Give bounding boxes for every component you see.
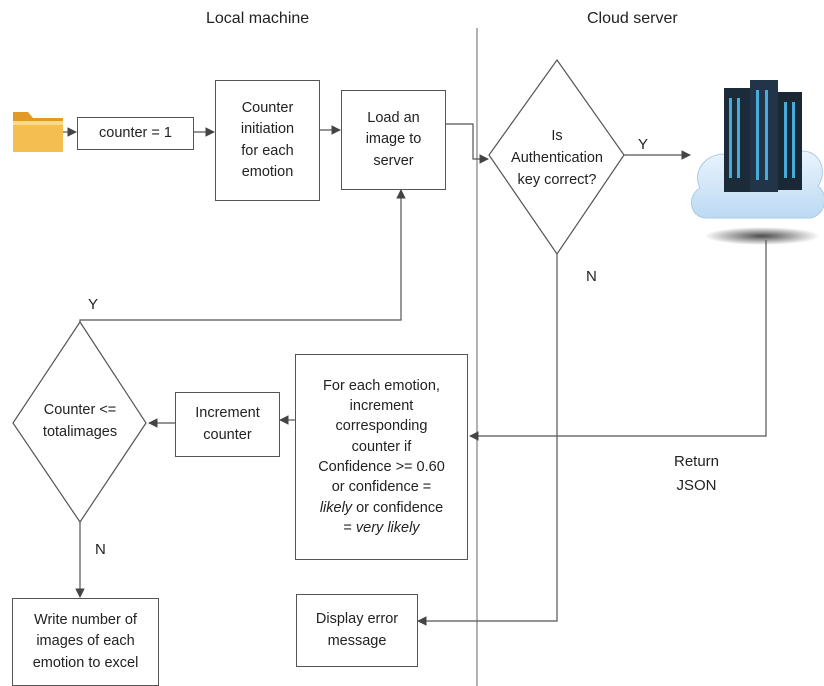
- init-box: Counter initiation for each emotion: [215, 80, 320, 201]
- load-line-1: Load an: [367, 110, 420, 127]
- check-decision-shape: [12, 320, 147, 524]
- counter-box: counter = 1: [77, 117, 194, 150]
- likely-word: likely: [319, 499, 353, 516]
- write-line-3: emotion to excel: [32, 654, 139, 671]
- write-box: Write number of images of each emotion t…: [12, 598, 159, 686]
- check-line-1: Counter <=: [43, 402, 117, 418]
- auth-decision-text: Is Authentication key correct?: [496, 126, 618, 191]
- foreach-line-1: For each emotion,: [323, 377, 440, 394]
- foreach-line-4: counter if: [351, 438, 412, 455]
- edge-load-to-auth: [445, 123, 489, 164]
- check-no-label: N: [95, 541, 106, 558]
- auth-line-3: key correct?: [517, 171, 597, 188]
- init-line-1: Counter: [241, 100, 294, 117]
- foreach-box: For each emotion, increment correspondin…: [295, 354, 468, 560]
- write-line-2: images of each: [36, 633, 135, 650]
- auth-no-label: N: [586, 268, 597, 285]
- foreach-line-8: = very likely: [318, 518, 445, 538]
- increment-box: Increment counter: [175, 392, 280, 457]
- foreach-line-6: or confidence =: [331, 479, 432, 496]
- load-line-3: server: [373, 152, 414, 169]
- increment-line-2: counter: [203, 426, 252, 443]
- foreach-line-5: Confidence >= 0.60: [318, 459, 445, 475]
- edge-check-yes-to-load: [79, 189, 406, 322]
- foreach-line-7: likely or confidence: [318, 498, 445, 518]
- check-yes-label: Y: [88, 296, 99, 313]
- cloud-server-icon: [691, 80, 824, 245]
- counter-text: counter = 1: [99, 124, 172, 141]
- init-line-4: emotion: [241, 163, 294, 180]
- auth-yes-label: Y: [638, 136, 649, 153]
- local-machine-header: Local machine: [206, 10, 310, 27]
- auth-decision-shape: [488, 58, 625, 256]
- write-line-1: Write number of: [34, 612, 137, 629]
- error-box: Display error message: [296, 594, 418, 667]
- edge-auth-to-error: [417, 254, 558, 626]
- return-json-label: Return JSON: [674, 453, 720, 494]
- error-line-1: Display error: [315, 611, 399, 628]
- increment-line-1: Increment: [195, 405, 260, 422]
- cloud-server-header: Cloud server: [587, 10, 678, 27]
- foreach-eq-text: =: [343, 519, 356, 536]
- very-likely-word: very likely: [355, 519, 420, 536]
- error-line-2: message: [327, 632, 387, 649]
- foreach-or-text: or confidence: [352, 499, 444, 516]
- check-decision-text: Counter <= totalimages: [20, 400, 140, 444]
- auth-line-1: Is: [551, 128, 563, 144]
- foreach-line-3: corresponding: [335, 418, 428, 435]
- foreach-line-2: increment: [349, 398, 414, 415]
- check-line-2: totalimages: [42, 423, 118, 440]
- auth-line-2: Authentication: [511, 149, 603, 166]
- init-line-2: initiation: [240, 121, 295, 138]
- folder-icon: [13, 112, 63, 152]
- load-box: Load an image to server: [341, 90, 446, 190]
- load-line-2: image to: [365, 131, 422, 148]
- edge-cloud-to-foreach: [469, 240, 767, 441]
- init-line-3: for each: [241, 142, 294, 159]
